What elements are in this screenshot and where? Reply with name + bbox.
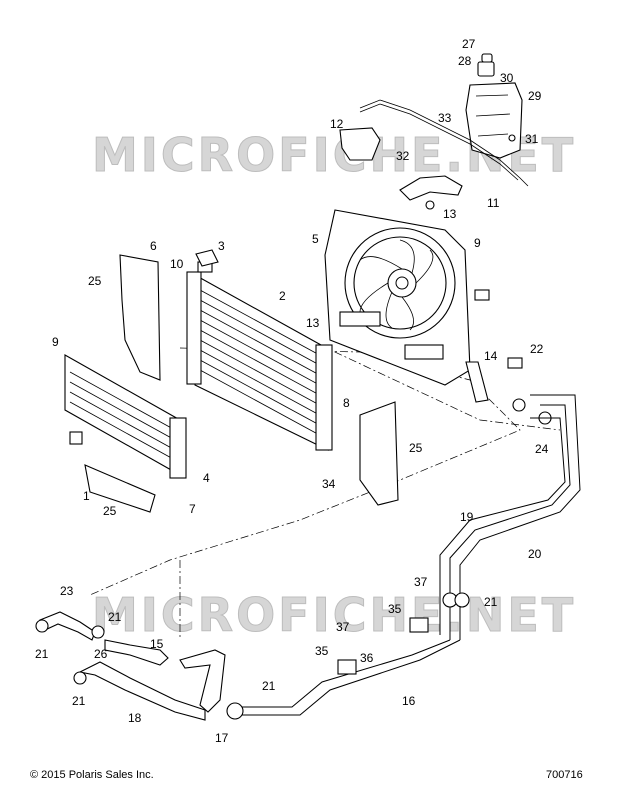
callout-5: 5 <box>312 232 319 246</box>
bracket-12 <box>339 127 381 161</box>
hose-14 <box>465 361 489 403</box>
callout-8: 8 <box>343 396 350 410</box>
callout-6: 6 <box>150 239 157 253</box>
callout-4: 4 <box>203 471 210 485</box>
callout-10: 10 <box>170 257 184 271</box>
assembly-line-2 <box>319 344 561 431</box>
fan-shroud <box>324 209 471 386</box>
clip-9 <box>474 289 490 301</box>
radiator <box>186 261 333 451</box>
callout-26: 26 <box>94 647 108 661</box>
bracket-11 <box>399 175 463 201</box>
callout-37-lower: 37 <box>336 620 350 634</box>
callout-30: 30 <box>500 71 514 85</box>
callout-32: 32 <box>396 149 410 163</box>
callout-17: 17 <box>215 731 229 745</box>
bracket-6 <box>119 254 161 381</box>
callout-18: 18 <box>128 711 142 725</box>
callout-21-lower: 21 <box>262 679 276 693</box>
hose-23 <box>39 611 96 641</box>
callout-25-right: 25 <box>409 441 423 455</box>
callout-34: 34 <box>322 477 336 491</box>
callout-15: 15 <box>150 637 164 651</box>
bracket-34 <box>359 401 399 506</box>
overflow-hose <box>359 99 529 187</box>
bracket-1 <box>84 464 156 513</box>
hose-18 <box>78 661 206 721</box>
hose-15 <box>104 639 169 666</box>
callout-35-upper: 35 <box>388 602 402 616</box>
callout-12: 12 <box>330 117 344 131</box>
callout-16: 16 <box>402 694 416 708</box>
clip-22 <box>507 357 523 369</box>
callout-21-bottom: 21 <box>72 694 86 708</box>
callout-9-right: 9 <box>474 236 481 250</box>
callout-22: 22 <box>530 342 544 356</box>
diagram-id: 700716 <box>546 769 583 781</box>
callout-25-upper: 25 <box>88 274 102 288</box>
callout-21-right: 21 <box>484 595 498 609</box>
callout-13-top: 13 <box>443 207 457 221</box>
callout-31: 31 <box>525 132 539 146</box>
clamp-21-left-c <box>73 671 87 685</box>
callout-11: 11 <box>487 196 500 210</box>
oil-cooler <box>64 354 187 479</box>
callout-7: 7 <box>189 502 196 516</box>
callout-20: 20 <box>528 547 542 561</box>
watermark-bottom: MICROFICHE.NET <box>91 588 577 643</box>
callout-21-left: 21 <box>35 647 49 661</box>
callout-9-left: 9 <box>52 335 59 349</box>
callout-36: 36 <box>360 651 374 665</box>
tube-20 <box>439 417 566 635</box>
clip-35-lower <box>337 659 357 675</box>
callout-28: 28 <box>458 54 472 68</box>
callout-13-mid: 13 <box>306 316 320 330</box>
callout-14: 14 <box>484 349 498 363</box>
clamp-21-left-a <box>35 619 49 633</box>
tube-16 <box>235 639 461 716</box>
callout-33: 33 <box>438 111 452 125</box>
callout-19: 19 <box>460 510 474 524</box>
copyright-text: © 2015 Polaris Sales Inc. <box>30 769 154 781</box>
clamp-21-right-b <box>454 592 470 608</box>
callout-2: 2 <box>279 289 286 303</box>
callout-25-lower: 25 <box>103 504 117 518</box>
callout-3: 3 <box>218 239 225 253</box>
cap-3 <box>195 249 219 267</box>
callout-29: 29 <box>528 89 542 103</box>
callout-1: 1 <box>83 489 90 503</box>
callout-24: 24 <box>535 442 549 456</box>
clamp-21-lower <box>226 702 244 720</box>
tube-19 <box>459 394 581 640</box>
hose-17 <box>179 649 226 713</box>
coolant-reservoir <box>465 53 523 159</box>
callout-35-lower: 35 <box>315 644 329 658</box>
clamp-24a <box>512 398 526 412</box>
clamp-21-left-b <box>91 625 105 639</box>
callout-37-upper: 37 <box>414 575 428 589</box>
callout-21-mid: 21 <box>108 610 122 624</box>
clip-35-upper <box>409 617 429 633</box>
callout-27: 27 <box>462 37 476 51</box>
callout-23: 23 <box>60 584 74 598</box>
